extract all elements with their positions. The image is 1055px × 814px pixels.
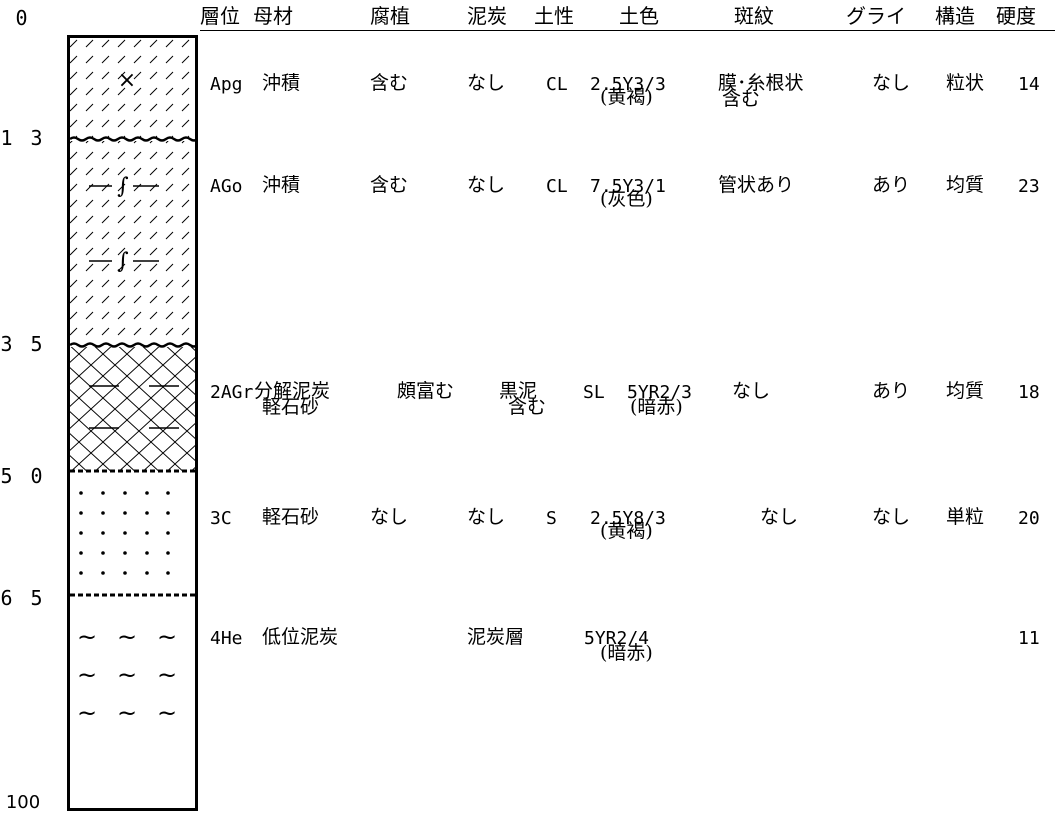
parent-material-cell: 分解泥炭: [254, 380, 331, 402]
profile-column-border: [67, 35, 198, 811]
boundary-wavy: [69, 136, 198, 142]
layer-apg-pattern: ×: [70, 38, 195, 138]
layer-3c-pattern: [79, 491, 170, 575]
header-color: 土色: [619, 4, 659, 28]
color-cell: 5YR2/4: [584, 628, 650, 649]
gley-cell: なし: [872, 506, 911, 528]
horizon-cell: 2AGr: [210, 382, 254, 403]
depth-label: 1 3: [0, 126, 46, 150]
layer-ago-pattern: ∫ ∫: [70, 141, 195, 343]
gley-cell: なし: [872, 72, 911, 94]
svg-text:~: ~: [117, 623, 137, 651]
color-cell: 7.5Y3/1: [590, 176, 666, 197]
layer-4he-pattern: ~ ~ ~ ~ ~ ~ ~ ~ ~: [77, 623, 177, 727]
soil-profile-column: × ∫ ∫ ~ ~ ~ ~ ~ ~ ~ ~ ~: [69, 38, 198, 727]
horizon-cell: 3C: [210, 508, 232, 529]
humus-cell: 含む: [370, 174, 409, 196]
depth-label: 100: [5, 792, 41, 813]
header-structure: 構造: [935, 4, 975, 28]
peat-cell: なし: [467, 174, 506, 196]
mottles-cell: なし: [760, 506, 799, 528]
svg-text:∫: ∫: [117, 249, 129, 274]
header-humus: 腐植: [370, 4, 410, 28]
structure-cell: 単粒: [946, 506, 985, 528]
parent-material-cell: 沖積: [262, 72, 301, 94]
header-gley: グライ: [846, 4, 906, 28]
header-peat: 泥炭: [467, 4, 507, 28]
structure-cell: 粒状: [946, 72, 985, 94]
parent-material-cell: 低位泥炭: [262, 626, 339, 648]
depth-label: 6 5: [0, 586, 46, 610]
structure-cell: 均質: [946, 174, 985, 196]
header-texture: 土性: [534, 4, 574, 28]
mottles-cell: なし: [732, 380, 771, 402]
hardness-cell: 18: [1018, 382, 1040, 403]
peat-sub-cell: 含む: [508, 396, 547, 418]
gley-cell: あり: [872, 380, 911, 402]
header-mottles: 斑紋: [734, 4, 774, 28]
parent-material-sub-cell: 軽石砂: [262, 396, 320, 418]
humus-cell: 頗富む: [397, 380, 455, 402]
peat-cell: なし: [467, 506, 506, 528]
svg-text:~: ~: [157, 699, 177, 727]
svg-text:~: ~: [157, 661, 177, 689]
boundary-wavy: [69, 342, 198, 348]
humus-cell: なし: [370, 506, 409, 528]
color-name-cell: (黄褐): [600, 86, 653, 108]
texture-cell: CL: [546, 176, 568, 197]
color-cell: 5YR2/3: [627, 382, 693, 403]
layer-2agr-pattern: [70, 347, 195, 471]
header-hardness: 硬度: [996, 4, 1036, 28]
color-cell: 2.5Y3/3: [590, 74, 666, 95]
hardness-cell: 23: [1018, 176, 1040, 197]
peat-cell: 泥炭層: [467, 626, 525, 648]
humus-cell: 含む: [370, 72, 409, 94]
texture-cell: S: [546, 508, 557, 529]
svg-text:~: ~: [77, 699, 97, 727]
mottles-sub-cell: 含む: [722, 88, 761, 110]
horizon-cell: AGo: [210, 176, 243, 197]
peat-cell: なし: [467, 72, 506, 94]
hardness-cell: 14: [1018, 74, 1040, 95]
depth-label: 5 0: [0, 464, 46, 488]
mottles-cell: 膜･糸根状: [718, 72, 804, 94]
color-cell: 2.5Y8/3: [590, 508, 666, 529]
svg-text:~: ~: [117, 699, 137, 727]
peat-cell: 黒泥: [499, 380, 538, 402]
texture-cell: CL: [546, 74, 568, 95]
horizon-cell: Apg: [210, 74, 243, 95]
color-name-cell: (黄褐): [600, 520, 653, 542]
svg-text:~: ~: [117, 661, 137, 689]
horizon-cell: 4He: [210, 628, 243, 649]
gley-cell: あり: [872, 174, 911, 196]
svg-text:∫: ∫: [117, 174, 129, 199]
parent-material-cell: 沖積: [262, 174, 301, 196]
hardness-cell: 20: [1018, 508, 1040, 529]
header-horizon: 層位: [200, 4, 240, 28]
svg-text:×: ×: [118, 68, 136, 93]
header-parent-material: 母材: [253, 4, 293, 28]
structure-cell: 均質: [946, 380, 985, 402]
svg-text:~: ~: [77, 661, 97, 689]
depth-label: 0: [15, 6, 31, 30]
color-name-cell: (暗赤): [630, 396, 683, 418]
header-underline: [200, 30, 1055, 31]
svg-text:~: ~: [77, 623, 97, 651]
mottles-cell: 管状あり: [718, 174, 795, 196]
parent-material-cell: 軽石砂: [262, 506, 320, 528]
hardness-cell: 11: [1018, 628, 1040, 649]
color-name-cell: (暗赤): [600, 642, 653, 664]
svg-text:~: ~: [157, 623, 177, 651]
texture-cell: SL: [583, 382, 605, 403]
depth-label: 3 5: [0, 332, 46, 356]
color-name-cell: (灰色): [600, 188, 653, 210]
